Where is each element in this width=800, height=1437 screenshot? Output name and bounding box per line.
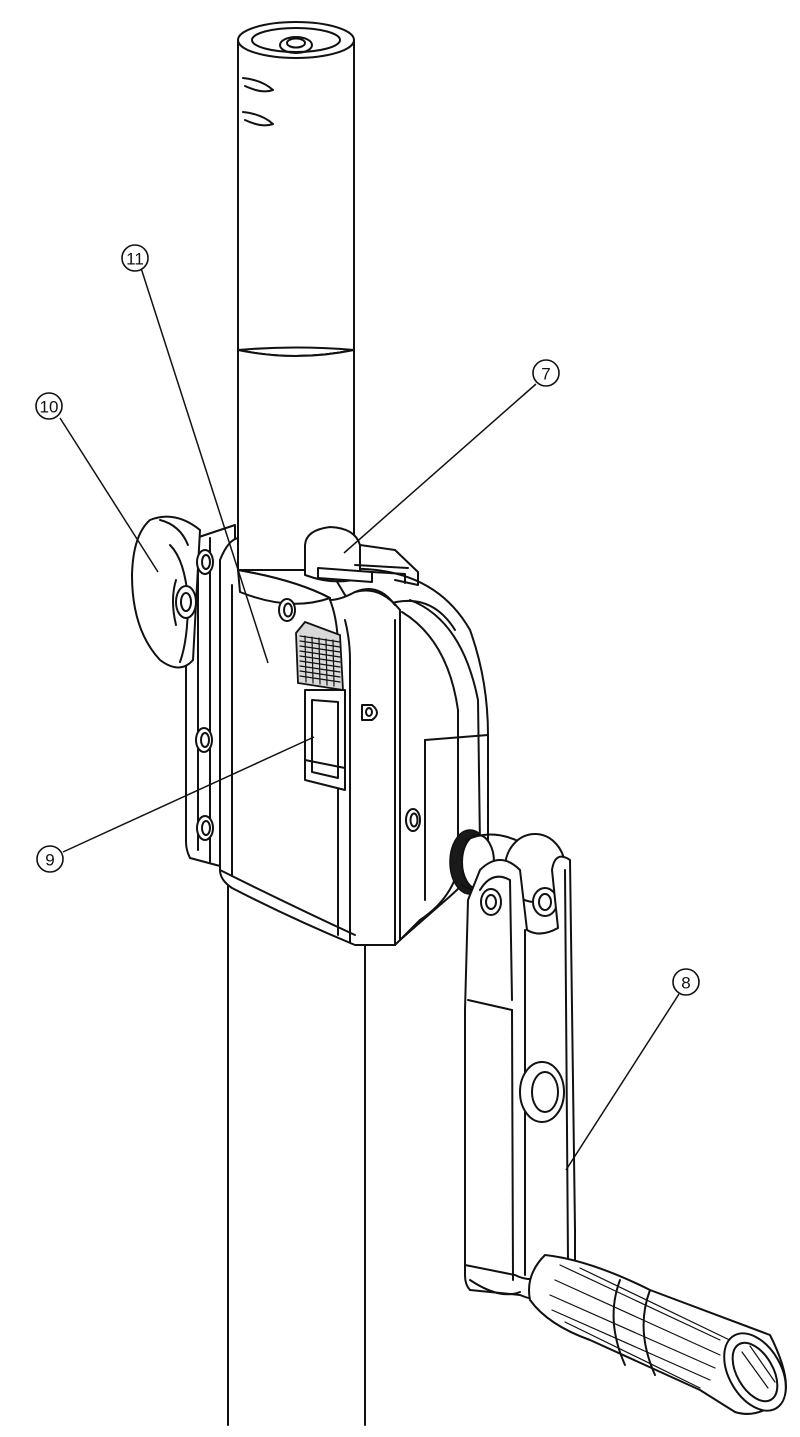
lock-symbol-icon: [361, 704, 378, 721]
callout-8-label: 8: [681, 974, 690, 993]
callout-10-circle: [35, 392, 63, 420]
lower-mast-tube: [227, 879, 366, 1426]
callout-7-circle: [532, 359, 560, 387]
leader-lines: [59, 267, 680, 1171]
callout-10-label: 10: [40, 398, 59, 417]
handle-grip: [528, 1254, 787, 1415]
middle-tube: [237, 349, 355, 571]
slider-grip-ridges: [299, 635, 341, 687]
top-latch: [304, 526, 419, 586]
callout-7: 7: [532, 359, 560, 387]
left-plate-screws: [195, 549, 214, 841]
callout-11: 11: [121, 244, 149, 272]
callout-11-label: 11: [126, 250, 144, 269]
callout-7-label: 7: [541, 365, 550, 384]
locking-knob: [131, 515, 201, 669]
callout-8-circle: [672, 968, 700, 996]
callout-8: 8: [672, 968, 700, 996]
callout-11-circle: [121, 244, 149, 272]
housing-screws: [278, 598, 421, 832]
callout-10: 10: [35, 392, 63, 420]
upper-inner-tube: [237, 21, 355, 357]
crank-arm: [464, 855, 576, 1301]
lock-slider: [295, 620, 346, 791]
callout-9-circle: [36, 845, 64, 873]
callout-9: 9: [36, 845, 64, 873]
callout-9-label: 9: [45, 851, 54, 870]
